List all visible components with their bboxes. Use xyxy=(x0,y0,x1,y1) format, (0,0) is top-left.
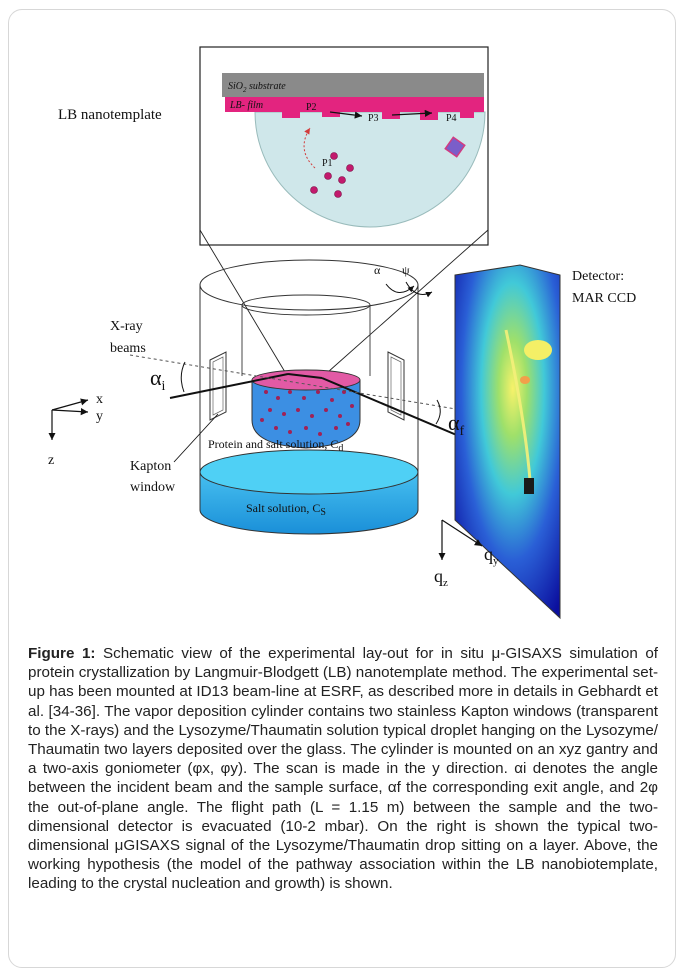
experimental-layout-diagram: SiO2 substrate LB- film P2 P3 P4 P1 LB n… xyxy=(48,46,636,620)
beam-stop xyxy=(524,478,534,494)
lb-film-label: LB- film xyxy=(229,100,263,111)
figure-caption: Figure 1: Schematic view of the experime… xyxy=(28,644,658,894)
lb-nanotemplate-label: LB nanotemplate xyxy=(58,107,162,123)
alpha-f-label: αf xyxy=(448,410,465,439)
protein-solution-label: Protein and salt solution, Cd xyxy=(208,437,343,454)
xyz-axes xyxy=(48,398,89,440)
xray-beams-label: X-ray xyxy=(110,319,143,334)
alpha-i-label: αi xyxy=(150,365,166,394)
detector-label: Detector: xyxy=(572,269,624,284)
q-axes xyxy=(438,519,483,560)
qy-label: qy xyxy=(484,544,499,567)
axis-y-label: y xyxy=(96,409,103,424)
qz-label: qz xyxy=(434,566,448,589)
inset-box: SiO2 substrate LB- film P2 P3 P4 P1 xyxy=(199,46,489,246)
kapton-label: Kapton xyxy=(130,459,171,474)
substrate-bar xyxy=(222,73,484,97)
inset-proteins xyxy=(310,152,354,198)
beam-dashed-reference xyxy=(129,354,463,411)
droplet-proteins xyxy=(260,390,354,436)
kapton-window-left xyxy=(209,351,227,421)
kapton-window-right xyxy=(387,351,405,421)
detector-model-label: MAR CCD xyxy=(572,291,636,306)
substrate-label: SiO2 substrate xyxy=(228,81,286,94)
p3-label: P3 xyxy=(368,113,379,124)
p4-label: P4 xyxy=(446,113,457,124)
psi-rotation-label: ψ xyxy=(402,263,410,277)
caption-lead: Figure 1: xyxy=(28,645,96,662)
rotation-arrow-icon xyxy=(385,283,415,293)
xray-beams-label-2: beams xyxy=(110,341,146,356)
caption-text: Schematic view of the experimental lay-o… xyxy=(28,645,659,893)
deposition-cylinder xyxy=(199,259,419,535)
detector xyxy=(454,264,561,620)
axis-z-label: z xyxy=(48,453,54,468)
salt-solution-label: Salt solution, CS xyxy=(246,501,326,518)
alpha-rotation-label: α xyxy=(374,263,381,277)
p2-label: P2 xyxy=(306,102,317,113)
inset-drop xyxy=(254,111,486,228)
kapton-label-2: window xyxy=(130,480,176,495)
p1-label: P1 xyxy=(322,158,333,169)
inset-crystal xyxy=(444,136,466,158)
lb-film xyxy=(225,97,484,120)
axis-x-label: x xyxy=(96,392,103,407)
